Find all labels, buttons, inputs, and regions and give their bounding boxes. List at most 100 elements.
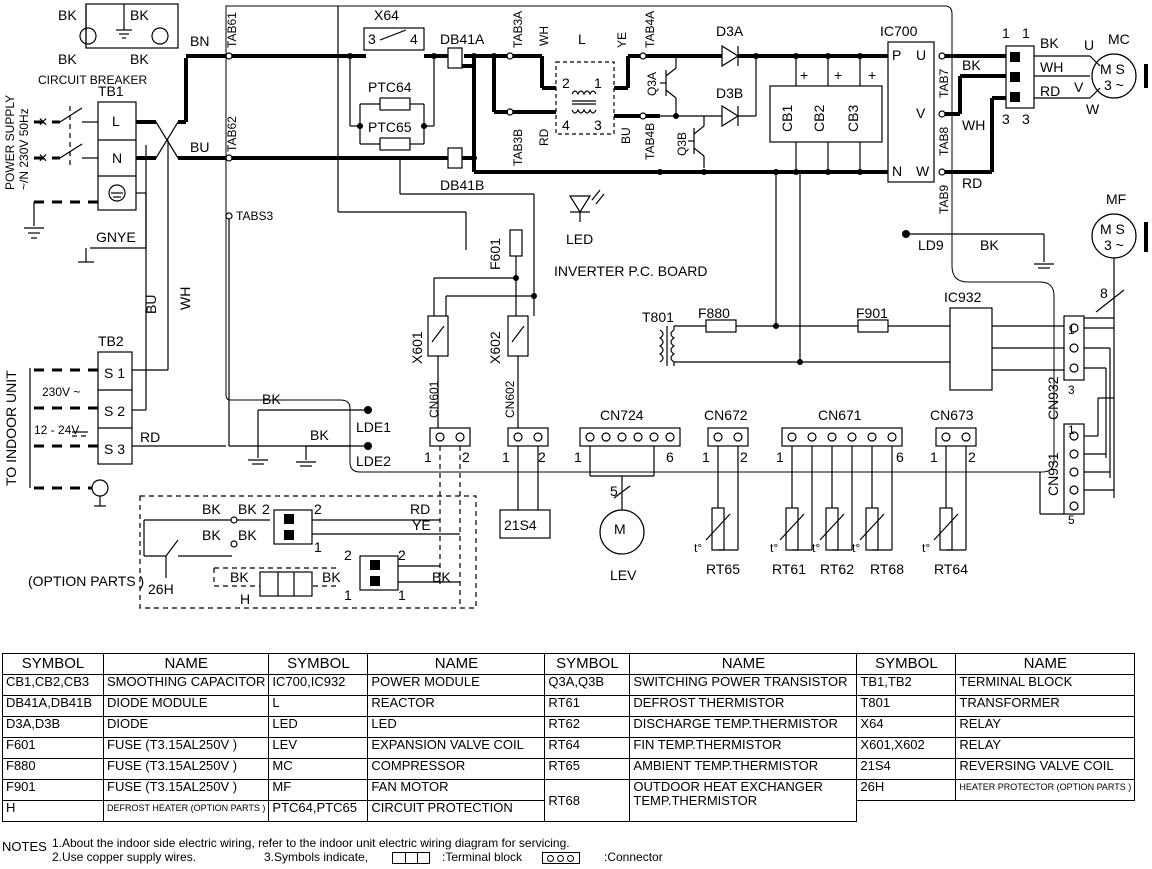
rt62-t: t° xyxy=(812,541,820,555)
opt-conn2-pin1b: 1 xyxy=(398,587,406,603)
d3a-label: D3A xyxy=(716,23,744,39)
legend-header-name-1: NAME xyxy=(102,653,270,675)
d3b-label: D3B xyxy=(716,85,743,101)
opt-bk-7: BK xyxy=(432,569,451,585)
mc-conn-1a: 1 xyxy=(1002,25,1010,41)
mc-ms: M S xyxy=(1100,61,1125,77)
note-3: 3.Symbols indicate, xyxy=(264,850,369,864)
mc-bk: BK xyxy=(1040,35,1059,51)
rt65-t: t° xyxy=(694,541,702,555)
opt-conn2-pin1a: 1 xyxy=(344,587,352,603)
mc-conn-3b: 3 xyxy=(1022,111,1030,127)
cn724-pin1: 1 xyxy=(574,449,582,465)
q3a-label: Q3A xyxy=(645,72,659,96)
table-cell: POWER MODULE xyxy=(367,674,546,696)
svg-text:POWER SUPPLY: POWER SUPPLY xyxy=(3,95,17,190)
table-cell: SWITCHING POWER TRANSISTOR xyxy=(629,674,858,696)
mc-u: U xyxy=(1084,37,1094,53)
tab3b-label: TAB3B xyxy=(511,129,525,166)
rd-label-pcb: RD xyxy=(537,128,551,146)
cb1-label: CB1 xyxy=(779,105,795,132)
f601-label: F601 xyxy=(487,238,503,270)
svg-text:✕: ✕ xyxy=(38,151,48,165)
lev-coil-icon xyxy=(599,509,645,555)
table-cell: RT68 xyxy=(544,779,631,822)
capacitor-bank xyxy=(769,56,883,143)
cn724-connector xyxy=(579,427,681,447)
wh-label-vert: WH xyxy=(177,287,193,310)
table-cell: RT65 xyxy=(544,758,631,780)
tab8-label: TAB8 xyxy=(937,127,951,156)
cn672-pin1: 1 xyxy=(702,449,710,465)
connector-symbol-icon xyxy=(542,852,580,864)
q3a-transistor xyxy=(660,67,677,99)
legend-header-name-2: NAME xyxy=(367,653,546,675)
mf-phase: 3 ~ xyxy=(1104,237,1124,253)
tb2-rd: RD xyxy=(140,429,160,445)
bk-label-4: BK xyxy=(130,51,149,67)
lde2-bk: BK xyxy=(310,427,329,443)
table-cell: MF xyxy=(268,779,369,801)
x64-pin-3: 3 xyxy=(368,31,376,47)
mc-wh: WH xyxy=(1040,59,1063,75)
ground-box-top xyxy=(85,3,179,49)
ic700-n: N xyxy=(892,163,902,179)
s21s4-coil xyxy=(499,509,551,539)
db41a xyxy=(447,47,463,69)
legend-header-symbol-2: SYMBOL xyxy=(268,653,369,675)
opt-conn2-pin2b: 2 xyxy=(398,547,406,563)
bu-label-pcb: BU xyxy=(619,127,633,144)
table-cell: F880 xyxy=(2,758,104,780)
bk-label-1: BK xyxy=(58,7,77,23)
q3b-label: Q3B xyxy=(675,132,689,156)
cn601-label: CN601 xyxy=(427,380,441,418)
defrost-heater-h xyxy=(259,571,313,597)
table-cell: X64 xyxy=(856,716,957,738)
lde1-bk: BK xyxy=(262,391,281,407)
mc-rd: RD xyxy=(1040,83,1060,99)
d3a-diode xyxy=(721,44,740,68)
bn-label: BN xyxy=(190,33,209,49)
legend-header-symbol-4: SYMBOL xyxy=(856,653,957,675)
note-3-terminal-block: :Terminal block xyxy=(442,850,523,864)
table-cell: RT61 xyxy=(544,695,631,717)
table-cell: COMPRESSOR xyxy=(367,758,546,780)
table-cell: FUSE (T3.15AL250V ) xyxy=(102,737,270,759)
x602-label: X602 xyxy=(487,331,503,364)
rt61-label: RT61 xyxy=(772,561,806,577)
opt-bk-6: BK xyxy=(322,569,341,585)
legend-header-row: SYMBOL NAME SYMBOL NAME SYMBOL NAME SYMB… xyxy=(2,653,1136,675)
tb2-terminal-block xyxy=(97,351,133,465)
x64-relay xyxy=(363,27,425,51)
table-cell: DB41A,DB41B xyxy=(2,695,104,717)
opt-bk-1: BK xyxy=(202,501,221,517)
mc-bk-left: BK xyxy=(962,57,981,73)
db41b xyxy=(447,147,463,169)
table-cell: X601,X602 xyxy=(856,737,957,759)
mc-w: W xyxy=(1086,101,1100,117)
table-cell: TERMINAL BLOCK xyxy=(955,674,1136,696)
breaker-label: CIRCUIT BREAKER xyxy=(38,73,147,87)
table-cell: L xyxy=(268,695,369,717)
rt61-t: t° xyxy=(770,541,778,555)
table-cell: F601 xyxy=(2,737,104,759)
cn672-label: CN672 xyxy=(704,407,748,423)
rt68-t: t° xyxy=(852,541,860,555)
reactor-label: L xyxy=(578,31,586,47)
reactor-pin-4: 4 xyxy=(562,117,570,133)
table-cell: LEV xyxy=(268,737,369,759)
cb1-plus: + xyxy=(800,67,808,83)
power-supply-label: POWER SUPPLY ~/N 230V 50Hz xyxy=(3,95,31,190)
opt-rd: RD xyxy=(410,501,430,517)
rt68-thermistor xyxy=(865,507,879,551)
table-cell: Q3A,Q3B xyxy=(544,674,631,696)
mc-rd-left: RD xyxy=(962,175,982,191)
pcb-outline xyxy=(225,5,1055,473)
table-cell: FIN TEMP.THERMISTOR xyxy=(629,737,858,759)
opt-bk-3: BK xyxy=(202,527,221,543)
tb2-s2: S 2 xyxy=(104,403,125,419)
f880-fuse xyxy=(705,319,737,333)
